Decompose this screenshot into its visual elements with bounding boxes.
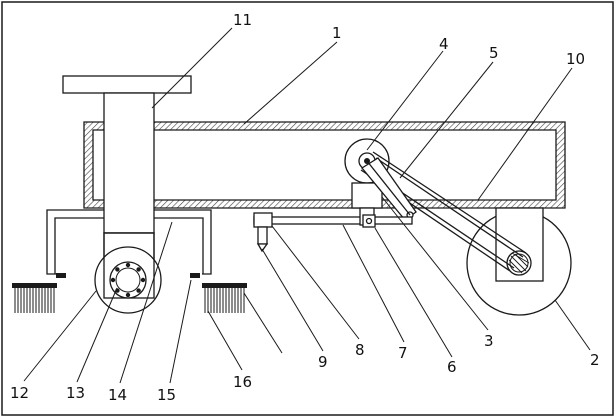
label-3: 3 <box>484 332 494 350</box>
left-bracket <box>46 209 212 275</box>
label-7: 7 <box>398 344 408 362</box>
label-5: 5 <box>489 44 499 62</box>
label-8: 8 <box>355 341 365 359</box>
label-12: 12 <box>10 384 29 402</box>
label-1: 1 <box>332 24 342 42</box>
crank-linkage <box>361 157 417 221</box>
label-10: 10 <box>566 50 585 68</box>
left-brush <box>12 283 57 313</box>
slide-rod <box>253 207 413 228</box>
label-13: 13 <box>66 384 85 402</box>
label-4: 4 <box>439 35 449 53</box>
left-connector-block <box>56 273 66 278</box>
label-11: 11 <box>233 11 252 29</box>
scraper-tool <box>253 212 273 253</box>
right-connector-block <box>190 273 200 278</box>
top-plate <box>62 75 192 94</box>
label-15: 15 <box>157 386 176 404</box>
label-6: 6 <box>447 358 457 376</box>
right-brush <box>202 283 247 313</box>
label-2: 2 <box>590 351 600 369</box>
label-9: 9 <box>318 353 328 371</box>
front-wheel <box>94 232 162 314</box>
leader-lines <box>23 27 591 384</box>
label-16: 16 <box>233 373 252 391</box>
frame-1 <box>83 121 566 209</box>
label-14: 14 <box>108 386 127 404</box>
